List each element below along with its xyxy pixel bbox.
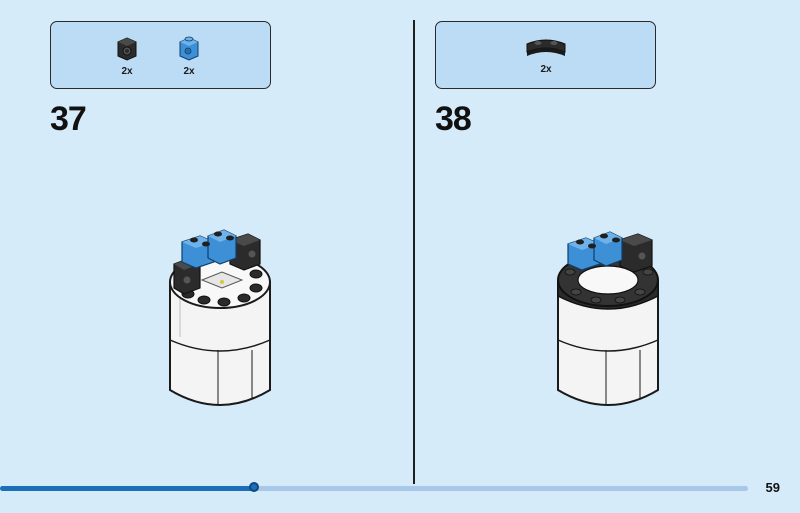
- model-illustration-step-38: [557, 231, 659, 406]
- step-number: 37: [50, 100, 87, 138]
- progress-knob-icon: [249, 482, 260, 492]
- part-black-curved-plate: 2x: [521, 36, 571, 75]
- part-black-stud-brick: 2x: [107, 34, 147, 77]
- black-stud-brick-icon: [117, 37, 137, 61]
- part-quantity: 2x: [183, 66, 195, 77]
- page-number: 59: [765, 480, 780, 495]
- model-illustration-step-37: [169, 229, 271, 406]
- page-divider: [413, 20, 415, 484]
- progress-fill: [0, 486, 255, 491]
- parts-callout-step-38: 2x: [435, 21, 656, 89]
- step-number: 38: [435, 100, 472, 138]
- progress-bar: [0, 482, 748, 492]
- part-quantity: 2x: [540, 64, 552, 75]
- black-curved-plate-icon: [526, 39, 566, 56]
- part-quantity: 2x: [121, 66, 133, 77]
- part-blue-stud-brick: 2x: [169, 34, 209, 77]
- parts-callout-step-37: 2x 2x: [50, 21, 271, 89]
- blue-stud-brick-icon: [179, 36, 199, 61]
